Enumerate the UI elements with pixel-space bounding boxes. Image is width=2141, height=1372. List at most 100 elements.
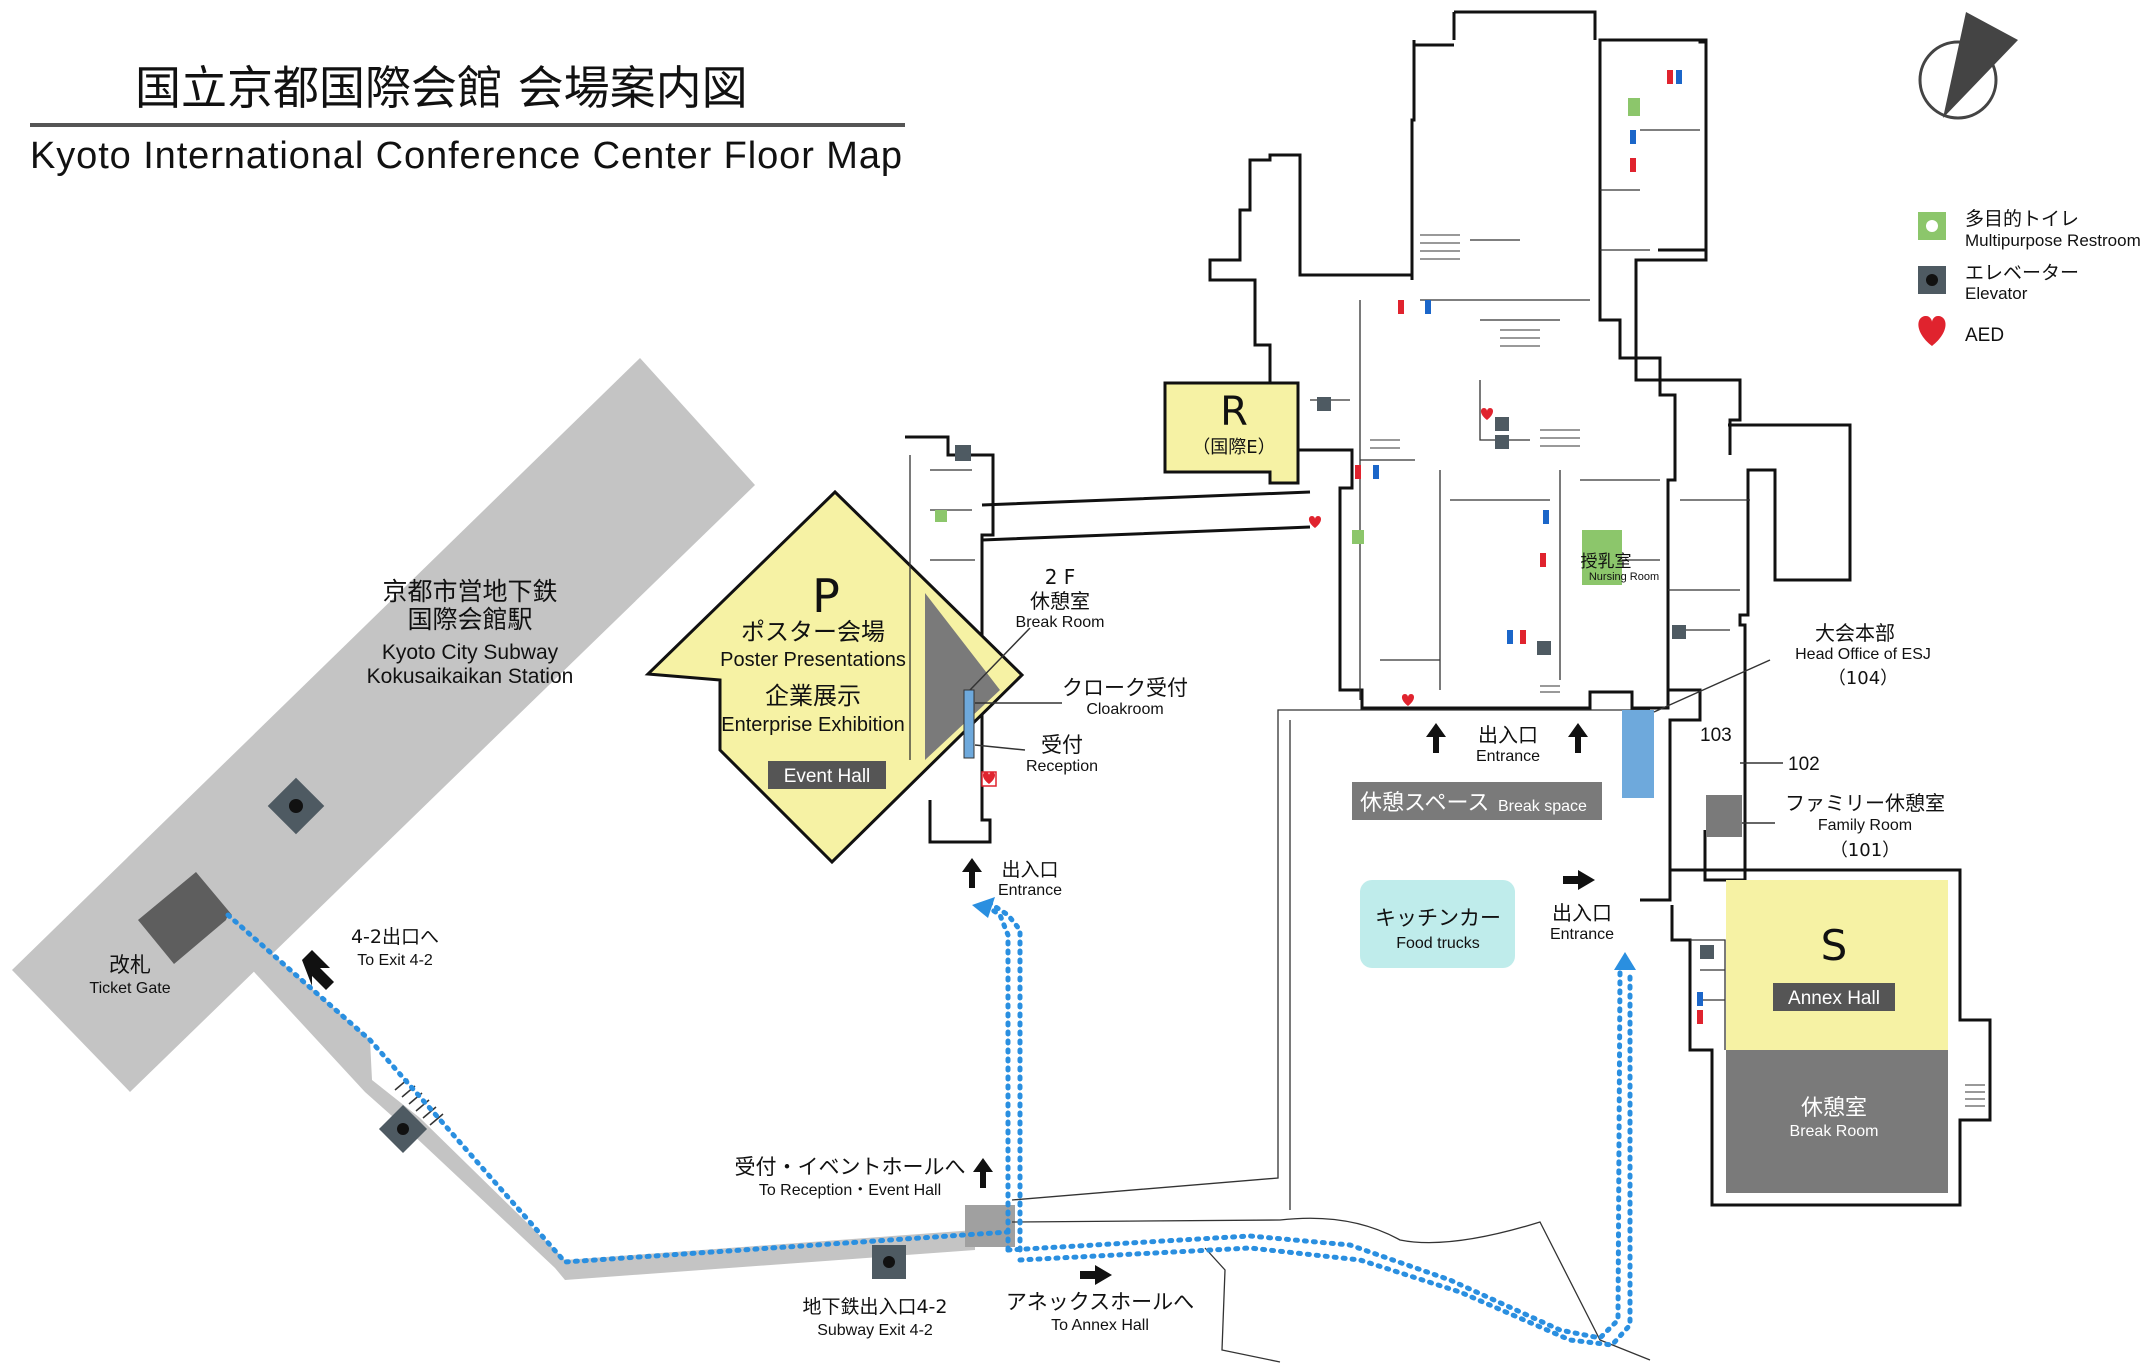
route-to-annex-2 — [1017, 969, 1633, 1348]
break-space-en: Break space — [1498, 798, 1587, 815]
cloakroom-en: Cloakroom — [1086, 701, 1163, 718]
family-room-num: （101） — [1830, 840, 1900, 861]
to-annex-en: To Annex Hall — [1051, 1317, 1149, 1334]
to-reception-en: To Reception・Event Hall — [759, 1182, 941, 1199]
annex-building — [1640, 868, 1992, 1207]
elevator-icon — [1918, 266, 1946, 294]
ticket-gate — [138, 872, 232, 964]
s-hall-badge-text: Annex Hall — [1788, 988, 1880, 1009]
station-name-en2: Kokusaikaikan Station — [367, 665, 574, 688]
to-reception-arrow-icon — [973, 1158, 993, 1188]
entrance-p-arrow-icon — [962, 858, 982, 888]
family-room-en: Family Room — [1818, 817, 1912, 834]
cloakroom-counter — [963, 689, 975, 759]
route-corridor — [225, 912, 1011, 1265]
to-reception-ja: 受付・イベントホールへ — [735, 1155, 966, 1179]
r-room-letter: R — [1220, 389, 1248, 435]
head-office-leader — [1653, 659, 1771, 713]
legend: 多目的トイレ Multipurpose Restroom エレベーター Elev… — [1918, 208, 2141, 346]
aed-heart-icon — [1918, 316, 1946, 346]
road-outlines — [1011, 709, 1651, 1363]
head-office-en: Head Office of ESJ — [1795, 646, 1931, 663]
subway-corridor — [220, 915, 975, 1280]
head-office-num: （104） — [1828, 668, 1898, 689]
p-hall-ja2: 企業展示 — [765, 682, 861, 710]
head-office-ja: 大会本部 — [1815, 621, 1895, 645]
break-2f-en: Break Room — [1016, 614, 1105, 631]
entrance-p-en: Entrance — [998, 882, 1062, 899]
map-title-ja: 国立京都国際会館 会場案内図 — [135, 61, 748, 115]
p-tower-elevator-icon — [955, 445, 971, 461]
legend-elevator-ja: エレベーター — [1965, 262, 2079, 284]
entrance-main-arrow-left-icon — [1426, 723, 1446, 753]
s-break-en: Break Room — [1790, 1123, 1879, 1140]
p-hall-ja1: ポスター会場 — [741, 618, 885, 646]
cloakroom-ja: クローク受付 — [1062, 676, 1188, 700]
p-tower-restroom-icon — [935, 510, 947, 522]
p-hall-en2: Enterprise Exhibition — [721, 714, 904, 736]
nursing-room — [1582, 530, 1622, 585]
to-exit-en: To Exit 4-2 — [357, 952, 433, 969]
route-to-p-hall — [982, 902, 1011, 1253]
family-room — [1706, 795, 1742, 837]
ticket-gate-en: Ticket Gate — [89, 980, 170, 997]
reception-en: Reception — [1026, 758, 1098, 775]
route-arrowhead-annex — [1614, 952, 1636, 970]
head-office-room — [1622, 710, 1654, 798]
entrance-east-ja: 出入口 — [1552, 901, 1612, 925]
nursing-ja: 授乳室 — [1581, 552, 1632, 572]
p-hall — [644, 489, 1025, 865]
route-to-annex — [1005, 969, 1623, 1341]
legend-restroom-en: Multipurpose Restroom — [1965, 231, 2141, 250]
north-compass-icon — [1918, 12, 2018, 120]
legend-aed: AED — [1965, 325, 2004, 346]
r-room-sub: （国際E） — [1192, 437, 1275, 458]
legend-restroom-ja: 多目的トイレ — [1965, 208, 2079, 230]
p-hall-building — [644, 435, 1025, 865]
food-trucks-en: Food trucks — [1396, 935, 1480, 952]
nursing-en: Nursing Room — [1589, 571, 1659, 583]
r-room — [1163, 381, 1300, 485]
station-name-en1: Kyoto City Subway — [382, 641, 559, 664]
route-arrowhead-p — [972, 897, 995, 918]
to-annex-ja: アネックスホールへ — [1006, 1290, 1194, 1314]
room-103: 103 — [1700, 725, 1732, 746]
subway-exit-en: Subway Exit 4-2 — [817, 1322, 933, 1339]
p-hall-stage — [925, 593, 1000, 760]
room-102: 102 — [1788, 754, 1820, 775]
reception-leader — [974, 744, 1026, 751]
reception-ja: 受付 — [1041, 733, 1083, 757]
route-to-p-hall-2 — [982, 897, 1023, 1253]
map-title-en: Kyoto International Conference Center Fl… — [30, 135, 902, 177]
break-space — [1352, 782, 1602, 820]
s-hall-badge — [1773, 983, 1895, 1011]
entrance-main-arrow-right-icon — [1568, 723, 1588, 753]
annex-hall — [1726, 880, 1948, 1050]
break-space-ja: 休憩スペース — [1360, 791, 1489, 816]
p-hall-badge-text: Event Hall — [784, 766, 871, 787]
s-break-ja: 休憩室 — [1801, 1096, 1867, 1121]
break-2f-ja: 休憩室 — [1030, 589, 1090, 613]
food-trucks-ja: キッチンカー — [1375, 906, 1501, 930]
multipurpose-restroom-icon — [1918, 212, 1946, 240]
entrance-main-ja: 出入口 — [1478, 723, 1538, 747]
s-hall-letter: S — [1821, 921, 1848, 970]
entrance-main-en: Entrance — [1476, 748, 1540, 765]
p-hall-badge — [768, 761, 886, 789]
to-exit-arrow-icon — [302, 950, 334, 990]
p-tower-aed-icon — [982, 772, 996, 784]
ticket-gate-ja: 改札 — [109, 953, 151, 977]
subway-exit-elevator-icon — [872, 1245, 906, 1279]
legend-elevator-en: Elevator — [1965, 284, 2028, 303]
p-hall-en1: Poster Presentations — [720, 649, 906, 671]
annex-break-room — [1726, 1050, 1948, 1193]
break-2f-leader — [969, 627, 1031, 691]
family-room-ja: ファミリー休憩室 — [1785, 791, 1945, 815]
station-name-ja1: 京都市営地下鉄 — [382, 577, 557, 606]
subway-exit-ja: 地下鉄出入口4-2 — [802, 1296, 947, 1318]
entrance-east-en: Entrance — [1550, 926, 1614, 943]
food-trucks-area — [1360, 880, 1515, 968]
entrance-p-ja: 出入口 — [1001, 859, 1058, 881]
p-hall-letter: P — [812, 569, 840, 623]
